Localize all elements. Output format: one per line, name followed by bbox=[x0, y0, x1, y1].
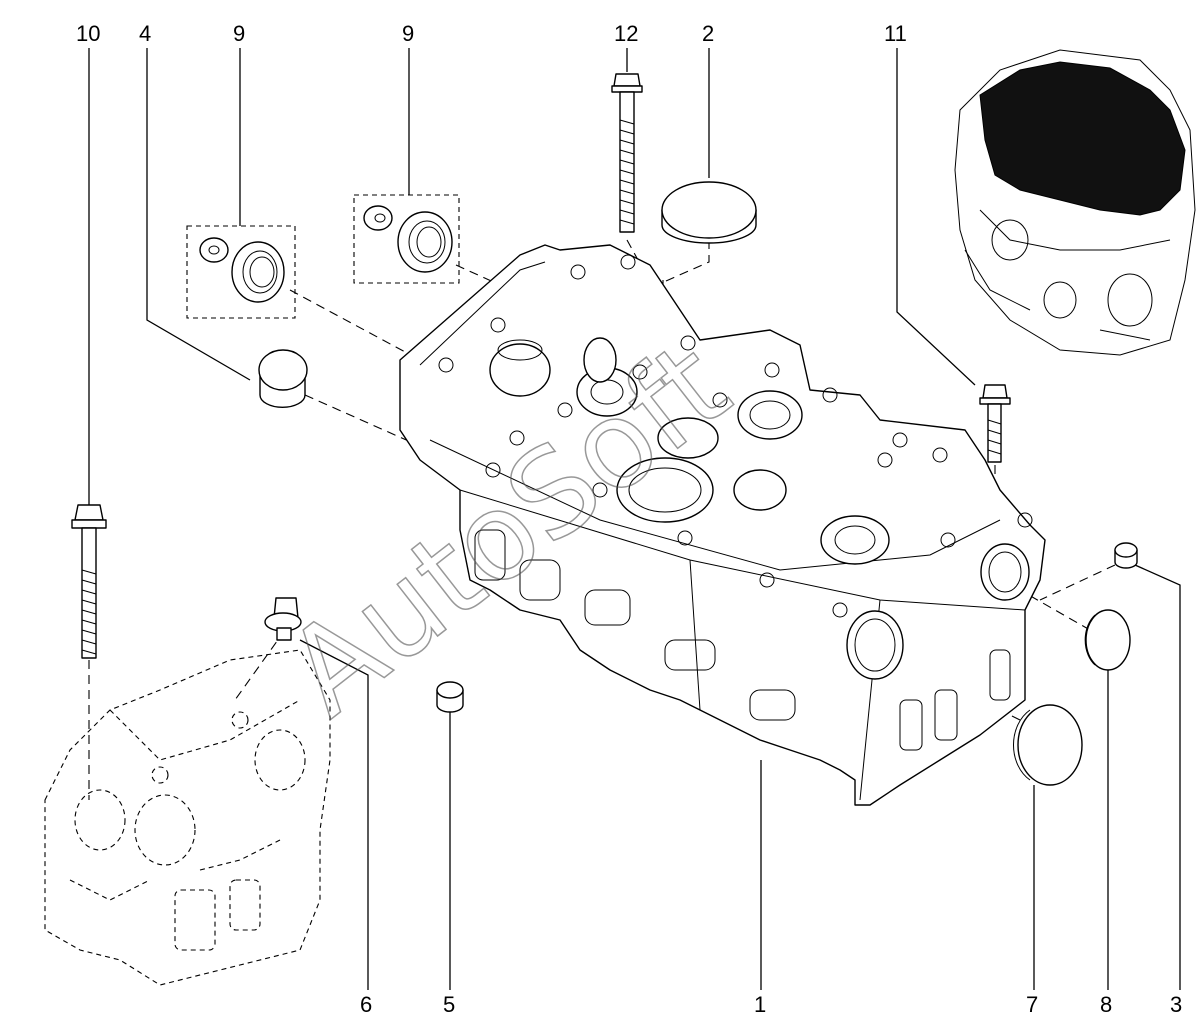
callout-9-right: 9 bbox=[402, 21, 414, 46]
callout-labels: 10 4 9 9 12 2 11 6 5 1 7 8 3 bbox=[76, 21, 1182, 1017]
plug-2 bbox=[661, 181, 757, 244]
seal-kit-9-right bbox=[353, 194, 460, 284]
callout-3: 3 bbox=[1170, 992, 1182, 1017]
plug-4 bbox=[258, 349, 308, 408]
leader-lines bbox=[88, 48, 1181, 990]
callout-11: 11 bbox=[884, 21, 907, 46]
engine-location-thumbnail bbox=[954, 49, 1196, 356]
bolt-12 bbox=[611, 73, 643, 233]
seal-kit-9-left bbox=[186, 225, 296, 319]
plug-8 bbox=[1084, 609, 1131, 671]
sensor-6 bbox=[264, 597, 302, 641]
bolt-10 bbox=[71, 504, 107, 659]
callout-7: 7 bbox=[1026, 992, 1038, 1017]
cylinder-head-ghost-view bbox=[44, 649, 331, 986]
plug-5 bbox=[436, 681, 464, 713]
bolt-11 bbox=[979, 384, 1011, 463]
callout-6: 6 bbox=[360, 992, 372, 1017]
cylinder-head-1 bbox=[399, 244, 1046, 806]
plug-7 bbox=[1013, 704, 1083, 786]
callout-1: 1 bbox=[754, 992, 766, 1017]
callout-2: 2 bbox=[702, 21, 714, 46]
callout-9-left: 9 bbox=[233, 21, 245, 46]
callout-5: 5 bbox=[443, 992, 455, 1017]
callout-4: 4 bbox=[139, 21, 151, 46]
plug-3 bbox=[1114, 542, 1138, 569]
callout-10: 10 bbox=[76, 21, 100, 46]
callout-12: 12 bbox=[614, 21, 638, 46]
callout-8: 8 bbox=[1100, 992, 1112, 1017]
